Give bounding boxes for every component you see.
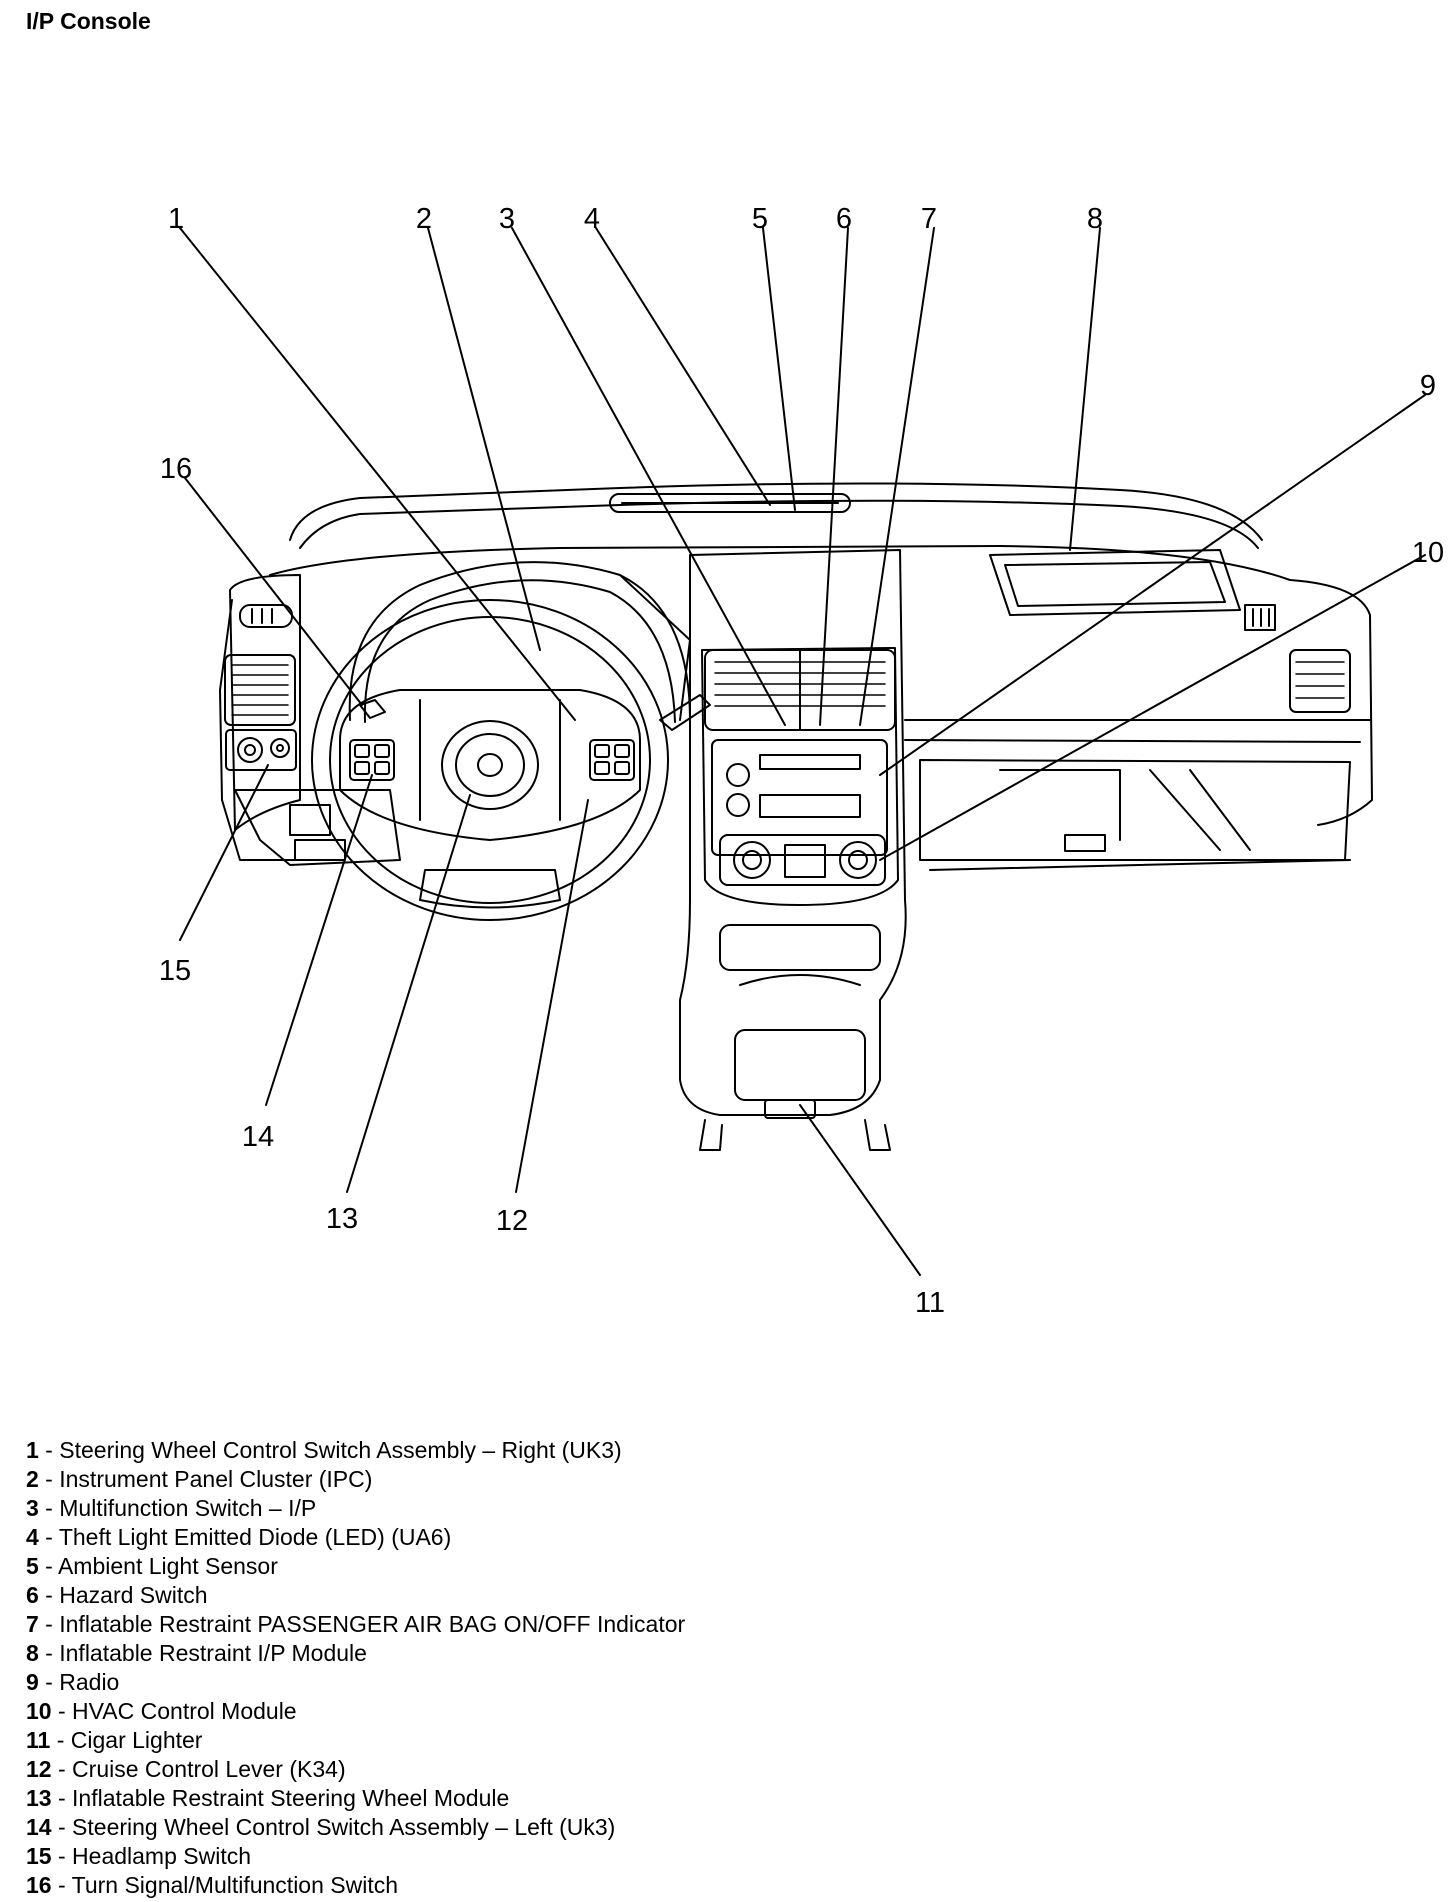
callout-labels: 1 2 3 4 5 6 7 8 9 10 11 12 13 14 15 16: [159, 203, 1444, 1319]
legend-item: 16 - Turn Signal/Multifunction Switch: [26, 1871, 685, 1900]
legend-item: 3 - Multifunction Switch – I/P: [26, 1494, 685, 1523]
callout-9: 9: [1420, 370, 1436, 402]
legend-item: 12 - Cruise Control Lever (K34): [26, 1755, 685, 1784]
legend-separator: -: [51, 1698, 73, 1724]
legend-label: Hazard Switch: [59, 1582, 208, 1608]
legend-list: 1 - Steering Wheel Control Switch Assemb…: [26, 1436, 685, 1900]
legend-item: 8 - Inflatable Restraint I/P Module: [26, 1639, 685, 1668]
callout-8: 8: [1087, 203, 1103, 235]
legend-item: 11 - Cigar Lighter: [26, 1726, 685, 1755]
callout-4: 4: [584, 203, 600, 235]
callout-13: 13: [326, 1203, 358, 1235]
callout-7: 7: [921, 203, 937, 235]
legend-number: 12: [26, 1756, 52, 1782]
legend-label: Cigar Lighter: [70, 1727, 203, 1753]
callout-6: 6: [836, 203, 852, 235]
legend-separator: -: [38, 1553, 58, 1579]
legend-number: 5: [26, 1553, 39, 1579]
legend-item: 9 - Radio: [26, 1668, 685, 1697]
legend-separator: -: [38, 1669, 60, 1695]
legend-label: Ambient Light Sensor: [57, 1553, 278, 1579]
callout-15: 15: [159, 955, 191, 987]
dashboard-diagram: 1 2 3 4 5 6 7 8 9 10 11 12 13 14 15 16: [159, 203, 1444, 1319]
legend-separator: -: [38, 1524, 59, 1550]
legend-separator: -: [38, 1466, 60, 1492]
legend-number: 14: [26, 1814, 52, 1840]
legend-label: Headlamp Switch: [72, 1843, 252, 1869]
leader-lines: [179, 227, 1426, 1276]
legend-number: 10: [26, 1698, 52, 1724]
legend-label: Steering Wheel Control Switch Assembly –…: [72, 1814, 616, 1840]
legend-label: Inflatable Restraint I/P Module: [59, 1640, 367, 1666]
callout-14: 14: [242, 1121, 274, 1153]
legend-label: Inflatable Restraint Steering Wheel Modu…: [72, 1785, 510, 1811]
legend-number: 9: [26, 1669, 39, 1695]
legend-label: Inflatable Restraint PASSENGER AIR BAG O…: [59, 1611, 686, 1637]
legend-number: 6: [26, 1582, 39, 1608]
legend-item: 14 - Steering Wheel Control Switch Assem…: [26, 1813, 685, 1842]
legend-separator: -: [51, 1843, 73, 1869]
callout-3: 3: [499, 203, 515, 235]
legend-separator: -: [51, 1814, 73, 1840]
legend-number: 4: [26, 1524, 39, 1550]
callout-5: 5: [752, 203, 768, 235]
legend-label: Steering Wheel Control Switch Assembly –…: [59, 1437, 622, 1463]
legend-separator: -: [38, 1495, 60, 1521]
legend-label: HVAC Control Module: [72, 1698, 297, 1724]
legend-item: 4 - Theft Light Emitted Diode (LED) (UA6…: [26, 1523, 685, 1552]
legend-label: Radio: [59, 1669, 120, 1695]
callout-10: 10: [1412, 537, 1444, 569]
legend-separator: -: [51, 1785, 73, 1811]
page-title: I/P Console: [26, 8, 151, 34]
legend-number: 15: [26, 1843, 52, 1869]
legend-separator: -: [38, 1640, 60, 1666]
legend-item: 10 - HVAC Control Module: [26, 1697, 685, 1726]
legend-number: 11: [26, 1727, 51, 1753]
legend-separator: -: [38, 1437, 60, 1463]
legend-number: 2: [26, 1466, 39, 1492]
legend-number: 1: [26, 1437, 39, 1463]
dashboard-drawing: [219, 482, 1373, 1151]
callout-1: 1: [168, 203, 184, 235]
callout-11: 11: [915, 1287, 945, 1319]
legend-separator: -: [38, 1582, 60, 1608]
legend-separator: -: [50, 1727, 71, 1753]
legend-label: Turn Signal/Multifunction Switch: [71, 1872, 399, 1898]
legend-item: 15 - Headlamp Switch: [26, 1842, 685, 1871]
callout-16: 16: [160, 453, 192, 485]
legend-number: 7: [26, 1611, 39, 1637]
legend-label: Cruise Control Lever (K34): [72, 1756, 346, 1782]
callout-12: 12: [496, 1205, 528, 1237]
legend-number: 16: [26, 1872, 52, 1898]
legend-label: Multifunction Switch – I/P: [59, 1495, 317, 1521]
legend-number: 8: [26, 1640, 39, 1666]
legend-item: 7 - Inflatable Restraint PASSENGER AIR B…: [26, 1610, 685, 1639]
legend-item: 5 - Ambient Light Sensor: [26, 1552, 685, 1581]
legend-label: Theft Light Emitted Diode (LED) (UA6): [58, 1524, 452, 1550]
legend-number: 13: [26, 1785, 52, 1811]
legend-number: 3: [26, 1495, 39, 1521]
legend-item: 1 - Steering Wheel Control Switch Assemb…: [26, 1436, 685, 1465]
legend-separator: -: [51, 1872, 72, 1898]
legend-item: 6 - Hazard Switch: [26, 1581, 685, 1610]
legend-item: 13 - Inflatable Restraint Steering Wheel…: [26, 1784, 685, 1813]
callout-2: 2: [416, 203, 432, 235]
legend-label: Instrument Panel Cluster (IPC): [59, 1466, 373, 1492]
legend-separator: -: [38, 1611, 60, 1637]
legend-separator: -: [51, 1756, 73, 1782]
legend-item: 2 - Instrument Panel Cluster (IPC): [26, 1465, 685, 1494]
